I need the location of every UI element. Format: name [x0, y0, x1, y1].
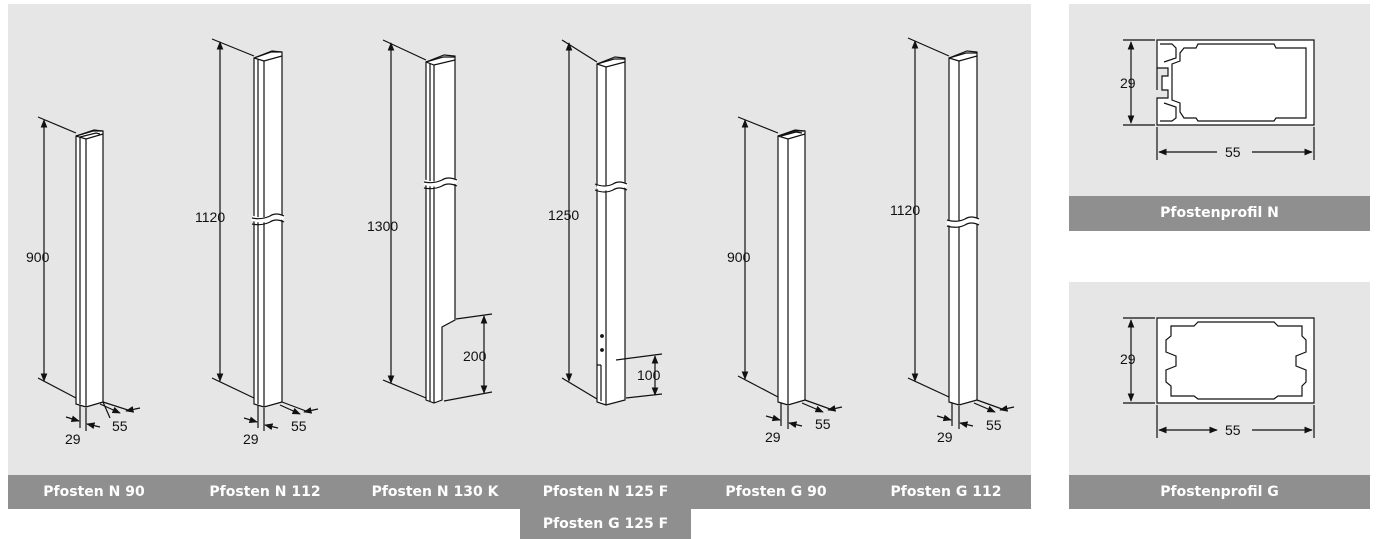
dim-g112-height: 1120 [890, 202, 920, 218]
dim-n130k-height: 1300 [367, 218, 398, 234]
caption-pfosten-n-130-k: Pfosten N 130 K [371, 484, 499, 500]
profile-n-dims [1123, 39, 1315, 160]
post-n-130-k-dims [382, 39, 493, 402]
post-n-125-f-dims [561, 39, 663, 400]
post-g-90-drawing [777, 129, 806, 406]
caption-pfosten-n-125-f: Pfosten N 125 F [542, 484, 669, 500]
caption-pfosten-n-90: Pfosten N 90 [43, 484, 145, 500]
dim-n90-width: 55 [112, 418, 128, 434]
post-n-90-drawing [75, 129, 104, 408]
posts-caption-bar [8, 475, 1031, 509]
profile-g-drawing [1156, 317, 1315, 404]
dim-n130k-cutout: 200 [463, 348, 487, 364]
dim-profile-g-width: 55 [1225, 422, 1241, 438]
profile-n-caption-bar [1069, 196, 1370, 231]
profile-n-drawing [1156, 39, 1315, 126]
post-g-112-drawing [946, 50, 981, 406]
post-n-112-dims [211, 38, 319, 431]
post-n-125-f-drawing [594, 56, 629, 406]
dim-n112-width: 55 [291, 418, 307, 434]
dim-g90-width: 55 [815, 416, 831, 432]
caption-pfosten-g-112: Pfosten G 112 [890, 484, 1002, 500]
dim-profile-g-height: 29 [1120, 351, 1136, 367]
dim-n90-height: 900 [26, 249, 50, 265]
dim-n112-depth: 29 [243, 431, 259, 447]
post-n-112-drawing [251, 50, 286, 408]
post-g-90-dims [737, 116, 843, 429]
dim-n112-height: 1120 [195, 209, 225, 225]
dim-g112-depth: 29 [937, 429, 953, 445]
caption-pfosten-g-125-f: Pfosten G 125 F [542, 516, 669, 532]
dim-g90-depth: 29 [765, 429, 781, 445]
dim-g112-width: 55 [986, 417, 1002, 433]
profile-g-dims [1123, 317, 1315, 438]
dim-profile-n-height: 29 [1120, 75, 1136, 91]
caption-pfostenprofil-g: Pfostenprofil G [1160, 484, 1279, 500]
caption-pfostenprofil-n: Pfostenprofil N [1160, 205, 1279, 221]
posts-panel [8, 4, 1031, 509]
dim-n125f-foot: 100 [637, 367, 661, 383]
dim-n125f-height: 1250 [548, 207, 579, 223]
post-n-130-k-drawing [423, 54, 459, 404]
extra-caption-bar [520, 509, 691, 539]
dim-g90-height: 900 [727, 249, 751, 265]
caption-pfosten-n-112: Pfosten N 112 [209, 484, 321, 500]
profile-g-caption-bar [1069, 475, 1370, 509]
dim-profile-n-width: 55 [1225, 144, 1241, 160]
post-g-112-dims [907, 37, 1015, 429]
dim-n90-depth: 29 [65, 431, 81, 447]
caption-pfosten-g-90: Pfosten G 90 [725, 484, 827, 500]
post-n-90-dims [37, 116, 141, 431]
